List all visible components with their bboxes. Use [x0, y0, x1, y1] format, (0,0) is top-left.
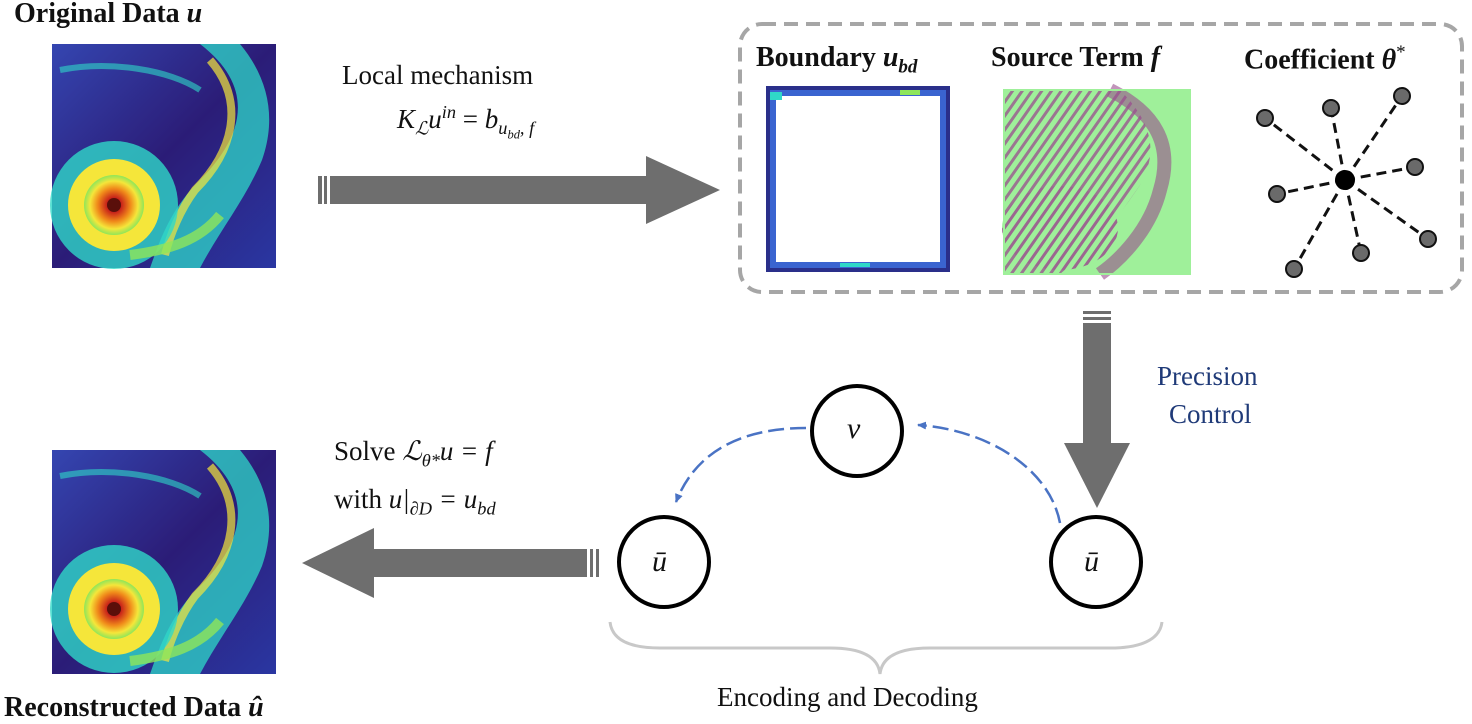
eq-K: K [397, 104, 416, 134]
node-right-label: ū [1084, 545, 1099, 578]
coefficient-label-sup: * [1396, 42, 1406, 63]
local-mechanism-equation: Kℒuin = bubd, f [397, 102, 534, 143]
coefficient-graph [1264, 95, 1429, 270]
eq-b: b [484, 104, 499, 134]
local-mechanism-label: Local mechanism [342, 60, 534, 90]
reconstructed-data-title: Reconstructed Data û [4, 692, 264, 724]
boundary-label-sub: bd [898, 56, 918, 78]
eq-equals: = [456, 104, 485, 134]
coefficient-label-text: Coefficient [1244, 44, 1382, 76]
eq-u-sup: in [441, 102, 457, 122]
reconstructed-data-image [50, 450, 276, 674]
boundary-label-var: u [882, 42, 899, 73]
original-data-image [50, 44, 276, 269]
precision-label-line2: Control [1169, 399, 1252, 429]
eq-b-sub-tail: , f [519, 118, 535, 139]
original-data-label: Original Data [14, 0, 187, 29]
original-data-title: Original Data u [14, 0, 202, 30]
with-u-sub: ∂D [409, 498, 433, 519]
eq-b-sub: u [498, 118, 508, 139]
coefficient-label-var: θ [1381, 44, 1397, 76]
solve-line1: Solve ℒθ*u = f [334, 436, 493, 471]
boundary-image [766, 86, 950, 272]
node-left-label: ū [652, 545, 667, 578]
components-box [738, 22, 1464, 294]
encoding-decoding-label: Encoding and Decoding [717, 682, 978, 712]
node-top-label: v [847, 412, 861, 445]
node-right-circle [1049, 515, 1143, 609]
original-data-var: u [186, 0, 203, 29]
solve-operator-sub: θ* [421, 450, 440, 471]
eq-u: u [428, 104, 442, 134]
with-rest-sub: bd [477, 498, 496, 519]
solve-line2: with u|∂D = ubd [334, 484, 496, 519]
encode-arrow [917, 421, 1062, 524]
solve-operator: ℒ [402, 436, 422, 466]
reconstructed-data-label: Reconstructed Data [4, 692, 249, 723]
with-word: with [334, 484, 389, 514]
encoding-brace [608, 621, 1164, 675]
eq-K-sub: ℒ [415, 118, 429, 139]
coefficient-nodes [1256, 87, 1437, 278]
boundary-label-text: Boundary [756, 42, 883, 73]
precision-label-line1: Precision [1157, 361, 1258, 391]
forward-arrow [318, 156, 720, 224]
reconstruct-arrow [302, 528, 599, 598]
boundary-label: Boundary ubd [756, 42, 917, 79]
source-term-label-var: f [1150, 42, 1161, 73]
source-term-label-text: Source Term [991, 42, 1151, 73]
reconstructed-data-var: û [248, 692, 264, 723]
coefficient-center-node [1335, 170, 1355, 190]
eq-b-sub-sub: bd [507, 128, 520, 143]
source-term-label: Source Term f [991, 42, 1160, 74]
precision-arrow [1064, 311, 1130, 508]
decode-arrow [674, 426, 807, 503]
with-u: u| [388, 484, 410, 514]
node-top-circle [810, 384, 904, 478]
source-term-image [1002, 83, 1191, 280]
solve-word: Solve [334, 436, 403, 466]
solve-equation: u = f [439, 436, 493, 466]
with-rest: = u [432, 484, 478, 514]
coefficient-label: Coefficient θ* [1244, 42, 1406, 76]
node-left-circle [617, 515, 711, 609]
